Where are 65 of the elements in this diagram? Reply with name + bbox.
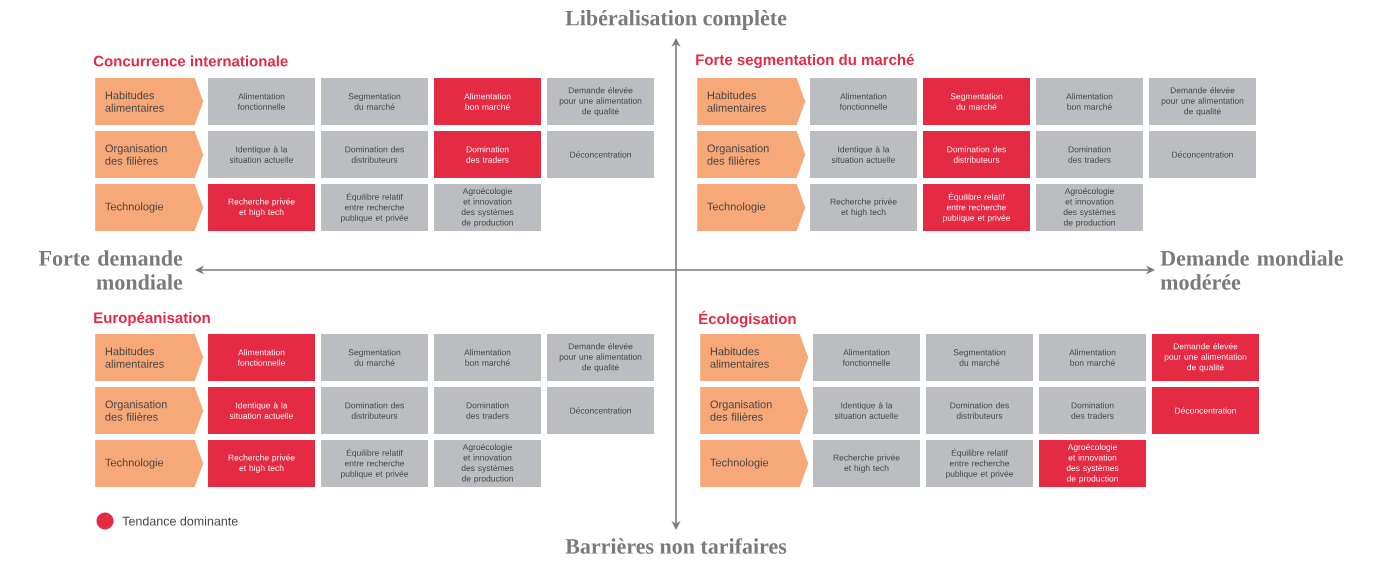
option-cell: Alimentation fonctionnelle: [208, 78, 315, 125]
axis-label: Forte demande mondiale: [39, 250, 183, 290]
row-header: Habitudes alimentaires: [95, 78, 204, 125]
option-cell: Identique à la situation actuelle: [810, 131, 917, 178]
row-header: Technologie: [95, 184, 204, 231]
option-cell: Demande élevée pour une alimentation de qualité: [1149, 78, 1256, 125]
highlighted-cell: Recherche privée et high tech: [208, 184, 315, 231]
option-cell: Segmentation du marché: [321, 334, 428, 381]
row-header: Habitudes alimentaires: [95, 334, 204, 381]
option-cell: Identique à la situation actuelle: [813, 387, 920, 434]
axis-label: Demande mondiale modérée: [1160, 250, 1343, 290]
option-cell: Déconcentration: [547, 387, 654, 434]
option-cell: Domination des traders: [1036, 131, 1143, 178]
row-header: Organisation des filières: [95, 387, 204, 434]
highlighted-cell: Demande élevée pour une alimentation de qualité: [1152, 334, 1259, 381]
option-cell: Domination des traders: [1039, 387, 1146, 434]
option-cell: Déconcentration: [1149, 131, 1256, 178]
option-cell: Recherche privée et high tech: [813, 440, 920, 487]
quadrant-title: Concurrence internationale: [93, 55, 288, 67]
legend-label: Tendance dominante: [122, 516, 238, 526]
option-cell: Identique à la situation actuelle: [208, 131, 315, 178]
option-cell: Agroécologie et innovation des systèmes de production: [1036, 184, 1143, 231]
option-cell: Domination des traders: [434, 387, 541, 434]
axis-label: Barrières non tarifaires: [565, 538, 787, 554]
option-cell: Alimentation bon marché: [1036, 78, 1143, 125]
option-cell: Segmentation du marché: [926, 334, 1033, 381]
option-cell: Agroécologie et innovation des systèmes de production: [434, 184, 541, 231]
option-cell: Domination des distributeurs: [926, 387, 1033, 434]
option-cell: Demande élevée pour une alimentation de qualité: [547, 334, 654, 381]
option-cell: Agroécologie et innovation des systèmes de production: [434, 440, 541, 487]
option-cell: Domination des distributeurs: [321, 387, 428, 434]
highlighted-cell: Domination des traders: [434, 131, 541, 178]
row-header: Technologie: [700, 440, 809, 487]
highlighted-cell: Alimentation bon marché: [434, 78, 541, 125]
quadrant-title: Écologisation: [699, 310, 796, 328]
option-cell: Segmentation du marché: [321, 78, 428, 125]
option-cell: Équilibre relatif entre recherche publique et privée: [321, 440, 428, 487]
row-header: Organisation des filières: [697, 131, 806, 178]
highlighted-cell: Alimentation fonctionnelle: [208, 334, 315, 381]
highlighted-cell: Agroécologie et innovation des systèmes de production: [1039, 440, 1146, 487]
option-cell: Alimentation bon marché: [434, 334, 541, 381]
option-cell: Domination des distributeurs: [321, 131, 428, 178]
option-cell: Alimentation bon marché: [1039, 334, 1146, 381]
highlighted-cell: Segmentation du marché: [923, 78, 1030, 125]
highlighted-cell: Recherche privée et high tech: [208, 440, 315, 487]
quadrant-title: Forte segmentation du marché: [696, 53, 914, 69]
row-header: Technologie: [697, 184, 806, 231]
option-cell: Alimentation fonctionnelle: [810, 78, 917, 125]
highlighted-cell: Domination des distributeurs: [923, 131, 1030, 178]
option-cell: Recherche privée et high tech: [810, 184, 917, 231]
option-cell: Déconcentration: [547, 131, 654, 178]
row-header: Technologie: [95, 440, 204, 487]
row-header: Organisation des filières: [700, 387, 809, 434]
highlighted-cell: Identique à la situation actuelle: [208, 387, 315, 434]
row-header: Organisation des filières: [95, 131, 204, 178]
row-header: Habitudes alimentaires: [700, 334, 809, 381]
option-cell: Équilibre relatif entre recherche publique et privée: [926, 440, 1033, 487]
option-cell: Alimentation fonctionnelle: [813, 334, 920, 381]
row-header: Habitudes alimentaires: [697, 78, 806, 125]
axis-label: Libéralisation complète: [565, 10, 787, 30]
quadrant-title: Européanisation: [94, 311, 210, 327]
option-cell: Équilibre relatif entre recherche publique et privée: [321, 184, 428, 231]
highlighted-cell: Équilibre relatif entre recherche publique et privée: [923, 184, 1030, 231]
option-cell: Demande élevée pour une alimentation de qualité: [547, 78, 654, 125]
highlighted-cell: Déconcentration: [1152, 387, 1259, 434]
